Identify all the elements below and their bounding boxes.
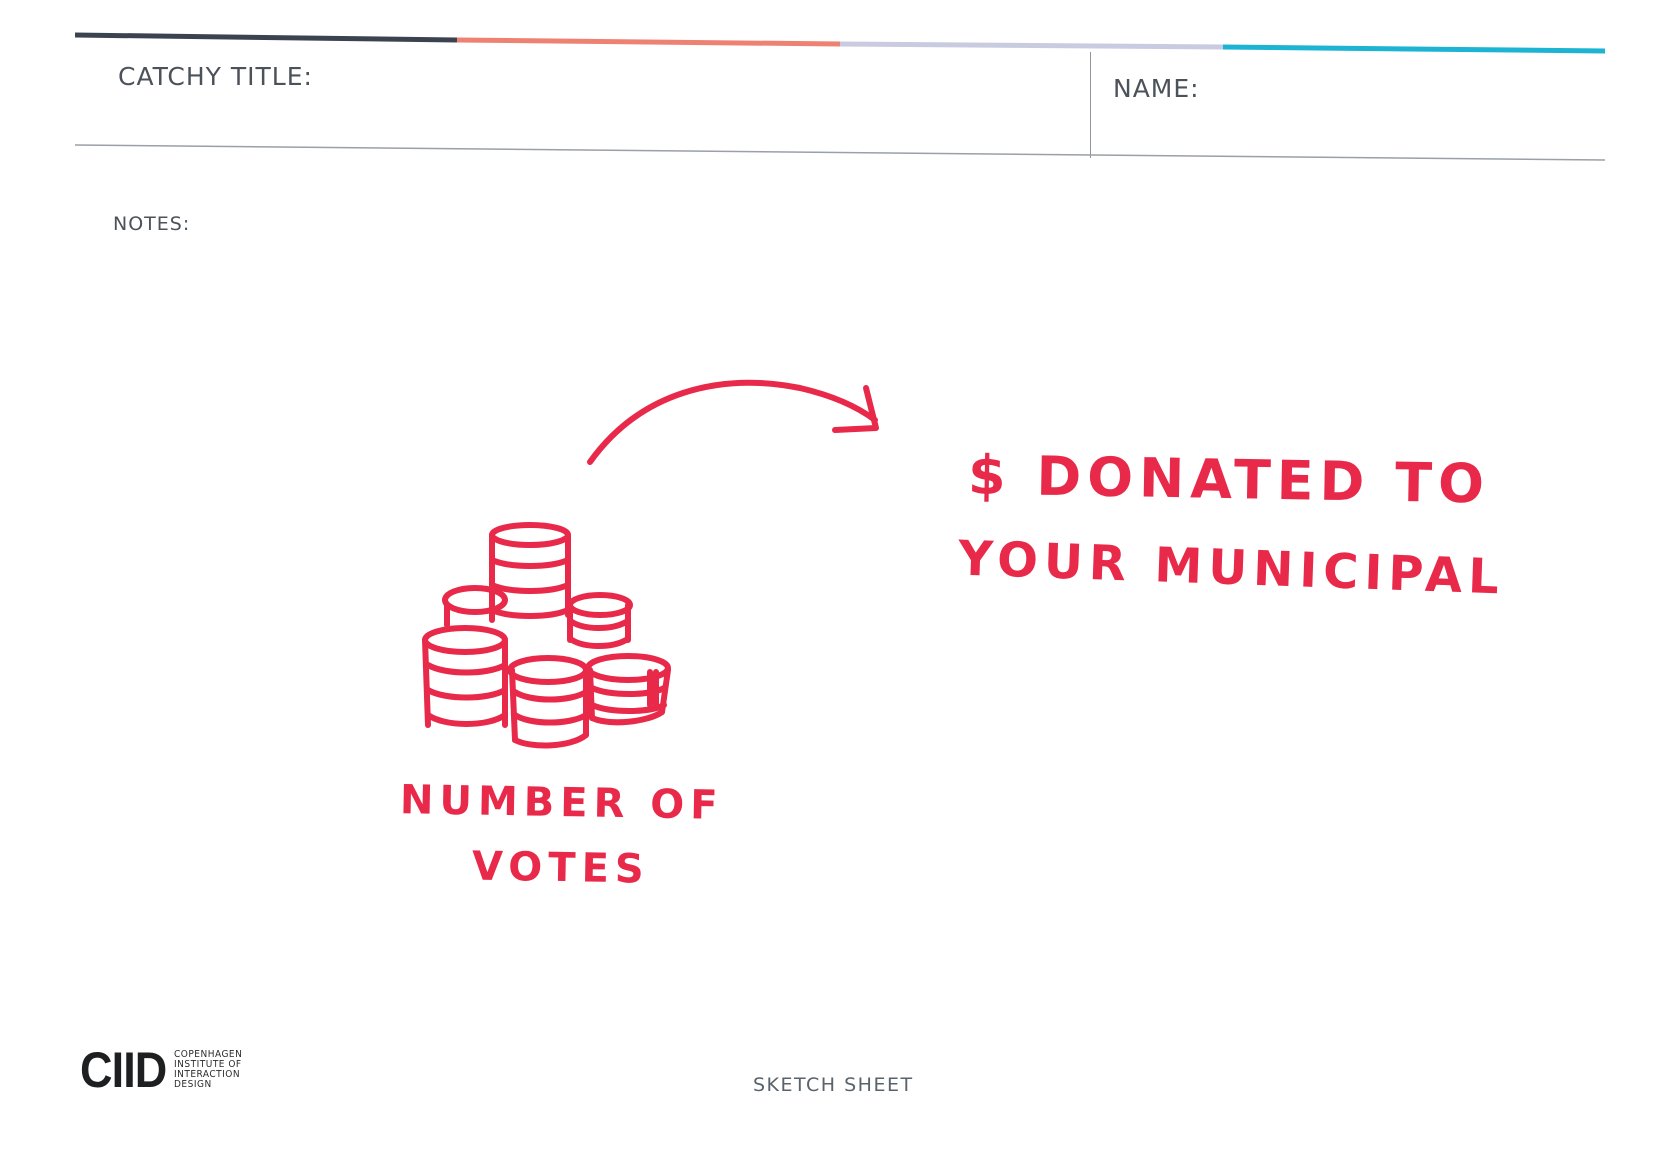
curved-arrow-icon bbox=[587, 379, 879, 465]
sketch-text-municipal: YOUR MUNICIPAL bbox=[957, 530, 1506, 606]
logo-line: COPENHAGEN bbox=[174, 1049, 243, 1060]
header-bottom-rule bbox=[75, 144, 1605, 161]
header-divider bbox=[1090, 52, 1091, 158]
logo-line: INTERACTION bbox=[174, 1069, 241, 1080]
logo-line: DESIGN bbox=[174, 1079, 212, 1090]
name-label: NAME: bbox=[1113, 74, 1200, 103]
logo-line: INSTITUTE OF bbox=[174, 1059, 242, 1070]
sketch-caption-votes: VOTES bbox=[471, 843, 651, 893]
sketch-text-donated: $ DONATED TO bbox=[967, 443, 1491, 516]
catchy-title-label: CATCHY TITLE: bbox=[118, 62, 313, 91]
notes-label: NOTES: bbox=[113, 213, 191, 235]
logo-wordmark: COPENHAGEN INSTITUTE OF INTERACTION DESI… bbox=[174, 1050, 242, 1090]
sketch-sheet-label: SKETCH SHEET bbox=[753, 1074, 914, 1096]
logo-mark: CIID bbox=[80, 1042, 167, 1098]
sketch-caption-number-of: NUMBER OF bbox=[399, 777, 725, 829]
ciid-logo: CIID COPENHAGEN INSTITUTE OF INTERACTION… bbox=[80, 1045, 242, 1095]
header-accent-rule bbox=[75, 32, 1605, 54]
coin-stacks-icon bbox=[422, 522, 671, 749]
